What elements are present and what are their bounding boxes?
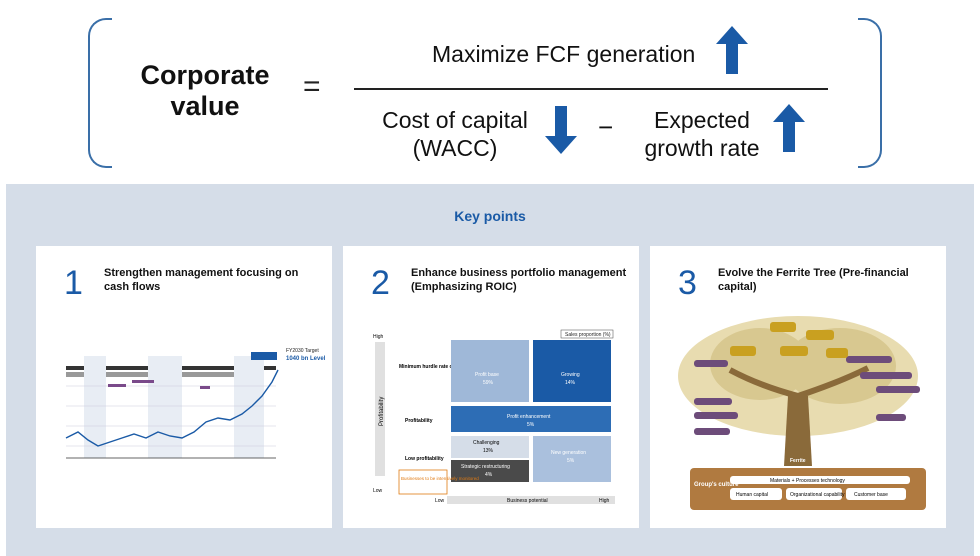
cell-label: Profit enhancement (507, 414, 551, 420)
y-axis-high: High (373, 334, 384, 340)
card-number: 3 (678, 264, 697, 302)
arrow-down-icon (545, 106, 577, 154)
row-label-low: Low profitability (405, 456, 444, 462)
key-point-card-3: 3 Evolve the Ferrite Tree (Pre-financial… (650, 246, 946, 528)
level-label: 1040 bn Level (286, 356, 326, 362)
row-label-hurdle: Minimum hurdle rate over 10% (399, 364, 472, 370)
trunk-label: Ferrite (790, 458, 806, 464)
cell-value: 14% (565, 380, 576, 386)
card-title: Evolve the Ferrite Tree (Pre-financial c… (718, 267, 909, 293)
x-axis-low: Low (435, 498, 445, 504)
cell-label: Strategic restructuring (461, 464, 510, 470)
formula: Corporate value = Maximize FCF generatio… (0, 0, 980, 182)
root-label: Materials + Processes technology (770, 478, 845, 484)
root-label: Organizational capability (790, 492, 845, 498)
cell-label: Profit base (475, 372, 499, 378)
cell-value: 13% (483, 448, 494, 454)
x-axis-high: High (599, 498, 610, 504)
cell-value: 4% (485, 472, 493, 478)
ferrite-tree-illustration: Ferrite Group's culture Materials + Proc… (678, 316, 926, 510)
growth-rate-label: Expected growth rate (644, 107, 760, 161)
y-axis-low: Low (373, 488, 383, 494)
x-axis-label: Business potential (507, 498, 548, 504)
card-title: Enhance business portfolio management (E… (411, 267, 627, 293)
root-label: Customer base (854, 492, 888, 498)
equals-sign: = (303, 70, 321, 103)
cell-value: 5% (567, 458, 575, 464)
portfolio-matrix: Sales proportion (%) High Low Profitabil… (373, 329, 615, 504)
cell-value: 5% (527, 422, 535, 428)
cell-value: 59% (483, 380, 494, 386)
monitor-note: Businesses to be intensively monitored (401, 476, 479, 481)
culture-label: Group's culture (694, 482, 739, 488)
key-points-title: Key points (454, 208, 526, 224)
row-label-profitability: Profitability (405, 418, 433, 424)
arrow-up-icon (716, 26, 748, 74)
y-axis-label: Profitability (379, 397, 385, 426)
wacc-label: Cost of capital (WACC) (382, 107, 528, 161)
sales-proportion-label: Sales proportion (%) (565, 332, 611, 338)
card-title: Strengthen management focusing on cash f… (104, 267, 299, 293)
root-label: Human capital (736, 492, 768, 498)
numerator-label: Maximize FCF generation (432, 41, 696, 67)
cell-label: Challenging (473, 440, 500, 446)
cell-label: Growing (561, 372, 580, 378)
fraction-bar (354, 88, 828, 90)
key-point-card-1: 1 Strengthen management focusing on cash… (36, 246, 332, 528)
minus-sign: − (598, 112, 614, 142)
cell-label: New generation (551, 450, 586, 456)
arrow-up-icon (773, 104, 805, 152)
card-number: 1 (64, 264, 83, 302)
corporate-value-label: Corporate value (140, 60, 270, 121)
key-point-card-2: 2 Enhance business portfolio management … (343, 246, 639, 528)
cash-flow-chart-thumbnail: 1040 bn Level FY2030 Target (65, 348, 326, 459)
target-label: FY2030 Target (286, 348, 319, 354)
card-number: 2 (371, 264, 390, 302)
right-bracket (858, 18, 882, 168)
left-bracket (88, 18, 112, 168)
